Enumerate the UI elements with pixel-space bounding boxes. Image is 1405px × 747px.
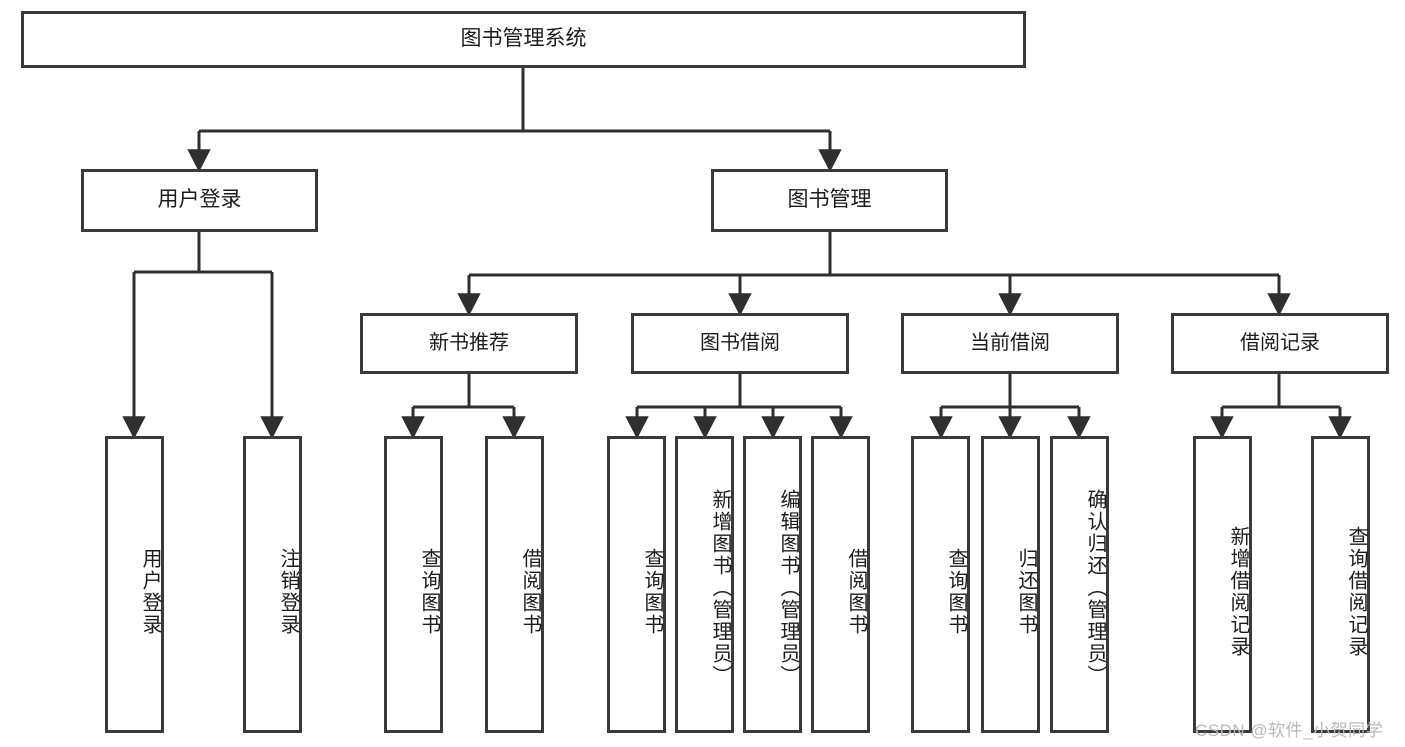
node-label: 新书推荐 [429,332,509,354]
node-book-management[interactable]: 图书管理 [711,169,948,232]
leaf-book-borrow-add-book-admin[interactable]: 新增图书（管理员） [675,436,734,733]
node-borrow-record[interactable]: 借阅记录 [1171,313,1389,374]
leaf-new-book-query-book[interactable]: 查询图书 [384,436,443,733]
node-label: 查询图书 [945,547,967,636]
leaf-user-login-login[interactable]: 用户登录 [105,436,164,733]
node-label: 查询借阅记录 [1345,525,1367,658]
leaf-current-borrow-confirm-return-admin[interactable]: 确认归还（管理员） [1050,436,1109,733]
csdn-watermark: CSDN @软件_小贺同学 [1195,721,1384,740]
node-label: 用户登录 [157,188,242,212]
node-label: 归还图书 [1015,547,1037,636]
node-label: 图书借阅 [700,332,780,354]
node-label: 确认归还（管理员） [1084,488,1106,687]
leaf-new-book-borrow-book[interactable]: 借阅图书 [485,436,544,733]
leaf-borrow-record-query-record[interactable]: 查询借阅记录 [1311,436,1370,733]
node-label: 新增图书（管理员） [709,488,731,687]
node-label: 图书管理 [787,188,872,212]
node-label: 借阅图书 [519,547,541,636]
node-label: 查询图书 [641,547,663,636]
node-label: 借阅图书 [845,547,867,636]
node-label: 注销登录 [277,547,299,636]
node-label: 编辑图书（管理员） [777,488,799,687]
node-current-borrow[interactable]: 当前借阅 [901,313,1119,374]
node-root-book-management-system[interactable]: 图书管理系统 [21,11,1026,68]
leaf-book-borrow-query-book[interactable]: 查询图书 [607,436,666,733]
leaf-user-login-logout[interactable]: 注销登录 [243,436,302,733]
node-label: 用户登录 [139,547,161,636]
leaf-current-borrow-return-book[interactable]: 归还图书 [981,436,1040,733]
node-book-borrow[interactable]: 图书借阅 [631,313,849,374]
leaf-current-borrow-query-book[interactable]: 查询图书 [911,436,970,733]
node-label: 借阅记录 [1240,332,1320,354]
node-label: 图书管理系统 [460,27,587,51]
node-label: 当前借阅 [970,332,1050,354]
leaf-borrow-record-add-record[interactable]: 新增借阅记录 [1193,436,1252,733]
node-user-login[interactable]: 用户登录 [81,169,318,232]
node-new-book-recommend[interactable]: 新书推荐 [360,313,578,374]
node-label: 查询图书 [418,547,440,636]
node-label: 新增借阅记录 [1227,525,1249,658]
leaf-book-borrow-edit-book-admin[interactable]: 编辑图书（管理员） [743,436,802,733]
leaf-book-borrow-borrow-book[interactable]: 借阅图书 [811,436,870,733]
